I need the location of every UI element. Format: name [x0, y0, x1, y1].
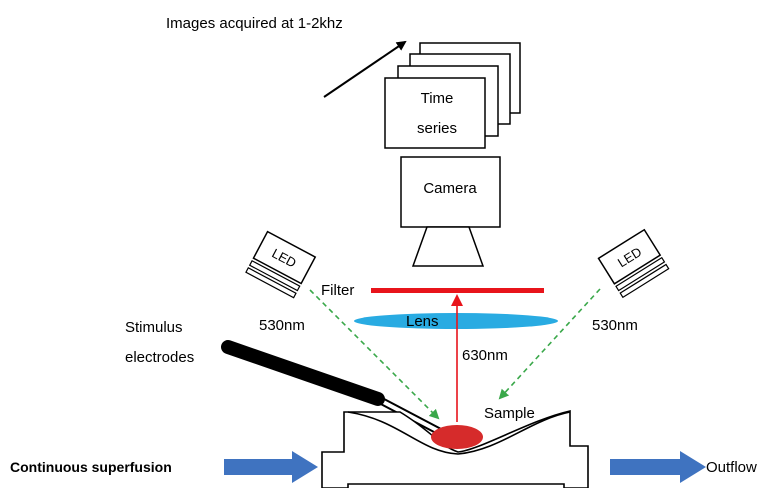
time-series-label-line2: series	[417, 120, 457, 137]
excitation-path-left	[309, 289, 440, 420]
time-series-frame-front	[384, 77, 486, 149]
filter-label: Filter	[321, 282, 354, 299]
filter-bar	[371, 288, 544, 293]
camera-label: Camera	[423, 180, 477, 197]
stimulus-label-line2: electrodes	[125, 349, 194, 366]
emission-wavelength-label: 630nm	[462, 347, 508, 364]
sample	[431, 425, 483, 449]
recording-chamber	[321, 409, 589, 488]
outflow-label: Outflow	[706, 459, 757, 476]
led-right-lens-plate-1	[615, 256, 666, 292]
led-left-lens-plate-2	[245, 267, 297, 299]
excitation-path-right	[498, 288, 601, 400]
inflow-arrow	[224, 451, 318, 483]
led-right-lens-plate-2	[619, 263, 670, 299]
lens-label: Lens	[406, 313, 439, 330]
camera-body	[400, 156, 501, 228]
camera-lens-mount	[411, 226, 485, 267]
outflow-arrow	[610, 451, 706, 483]
lens	[354, 313, 558, 329]
wavelength-right-label: 530nm	[592, 317, 638, 334]
acquisition-arrow	[323, 40, 407, 98]
stimulus-label-line1: Stimulus	[125, 319, 183, 336]
time-series-stack: Time series	[384, 42, 521, 149]
inflow-label: Continuous superfusion	[10, 459, 172, 475]
electrode-holder	[221, 340, 385, 406]
led-left-lens-plate-1	[248, 259, 301, 292]
electrode-tip-inner	[370, 394, 450, 438]
led-right: LED	[597, 228, 670, 299]
led-left: LED	[245, 230, 317, 299]
time-series-label-line1: Time	[421, 90, 454, 107]
wavelength-left-label: 530nm	[259, 317, 305, 334]
chamber-floor-curve	[347, 411, 571, 455]
led-right-body	[597, 228, 662, 285]
camera: Camera	[400, 156, 501, 267]
images-acquired-label: Images acquired at 1-2khz	[166, 15, 343, 32]
sample-label: Sample	[484, 405, 535, 422]
led-left-body	[252, 230, 317, 285]
